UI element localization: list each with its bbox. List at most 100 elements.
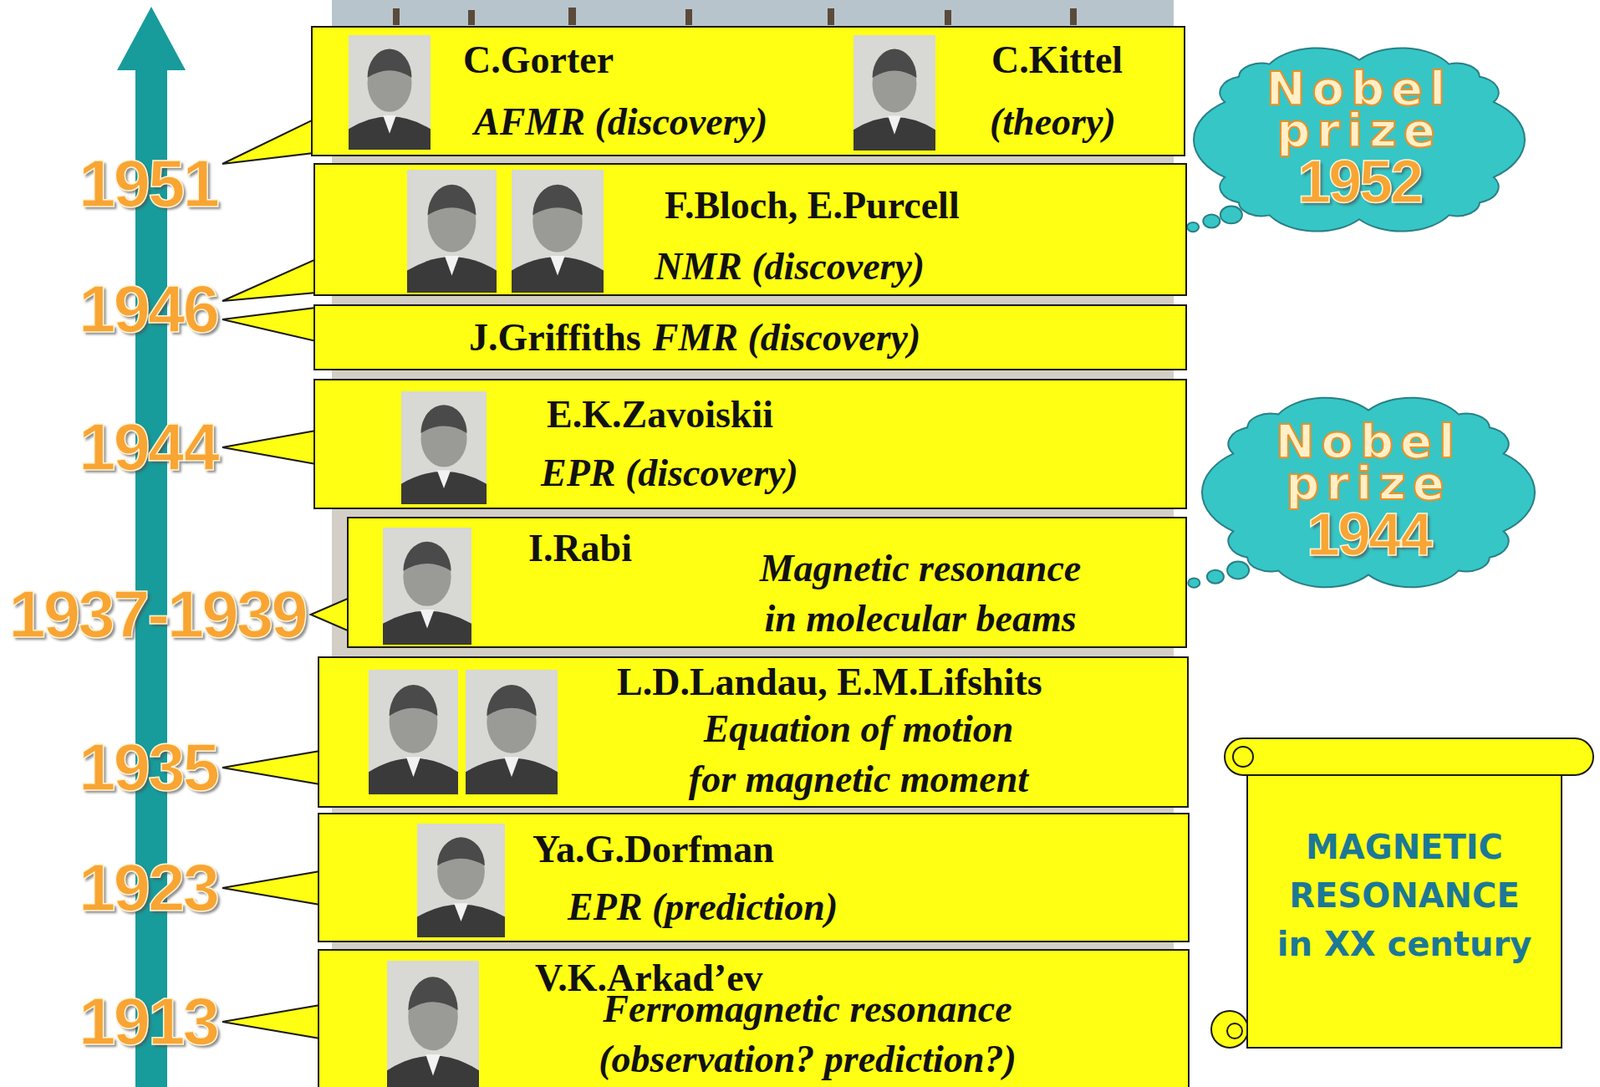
portrait-photo (511, 169, 604, 293)
discovery-note: Ferromagnetic resonance (observation? pr… (573, 983, 1042, 1085)
photo-collar (382, 115, 397, 134)
year-label: 1923 (78, 854, 218, 922)
photo-collar (504, 756, 520, 777)
portrait-photo (465, 669, 558, 795)
year-label: 1913 (78, 988, 218, 1055)
scroll-bottom-roll (1211, 1010, 1249, 1048)
callout-pointer (310, 597, 350, 632)
photo-collar (420, 609, 435, 628)
discovery-note: NMR (discovery) (654, 241, 925, 292)
photo-collar (437, 470, 451, 490)
portrait-photo (401, 391, 487, 505)
prize-year: 1944 (1306, 504, 1431, 565)
timeline-box: J.GriffithsFMR (discovery) (313, 304, 1188, 371)
portrait-photo (387, 960, 479, 1087)
scroll-top-curl (1233, 746, 1254, 767)
thought-bubble (1227, 561, 1249, 580)
scroll-title: MAGNETIC RESONANCE in XX century (1266, 822, 1543, 969)
photo-collar (453, 902, 469, 922)
callout-pointer (222, 1004, 321, 1039)
photo-figure (468, 10, 475, 26)
scientist-name: C.Kittel (991, 39, 1123, 82)
discovery-note: FMR (discovery) (652, 312, 922, 363)
scientist-name: E.K.Zavoiskii (546, 393, 774, 437)
timeline-box: Ya.G.DorfmanEPR (prediction) (317, 812, 1190, 943)
photo-hair (420, 404, 467, 434)
photo-figure (827, 8, 835, 26)
prize-text: Nobel prize (1250, 67, 1468, 153)
scroll-bottom-curl (1227, 1023, 1243, 1039)
year-label: 1937-1939 (8, 580, 306, 648)
photo-ground (417, 823, 505, 938)
photo-hair (402, 541, 451, 571)
portrait-photo (853, 35, 936, 151)
callout-pointer (222, 307, 316, 342)
portrait-photo (407, 169, 497, 293)
callout-pointer (222, 871, 321, 905)
thought-bubble (1202, 214, 1220, 228)
prize-text: Nobel prize (1259, 420, 1478, 505)
thought-bubble (1187, 577, 1200, 587)
callout-pointer (222, 430, 316, 464)
callout-pointer (222, 750, 321, 785)
photo-ground (401, 391, 487, 505)
prize-year: 1952 (1297, 151, 1422, 212)
cloud-outline (1193, 47, 1525, 231)
callout-pointer (222, 119, 314, 164)
photo-hair (407, 976, 458, 1010)
photo-figure (944, 10, 952, 26)
year-label: 1935 (78, 733, 218, 801)
discovery-note: Magnetic resonance in molecular beams (732, 543, 1109, 644)
thought-bubble (1207, 570, 1224, 584)
discovery-note: AFMR (discovery) (473, 96, 768, 148)
discovery-note: EPR (prediction) (567, 881, 838, 933)
callout-pointer (222, 259, 316, 301)
photo-figure (1070, 8, 1077, 26)
photo-ground (853, 35, 936, 151)
cloud-outline (1202, 397, 1535, 588)
photo-hair (428, 184, 477, 216)
photo-collar (406, 756, 421, 777)
portrait-photo (368, 669, 459, 795)
scroll-top-roll (1224, 738, 1594, 775)
photo-hair (872, 49, 918, 79)
year-label: 1946 (78, 275, 218, 343)
scientist-name: I.Rabi (528, 527, 632, 571)
photo-hair (437, 836, 485, 866)
timeline-box: F.Bloch, E.PurcellNMR (discovery) (313, 163, 1188, 296)
discovery-note: Equation of motion for magnetic moment (662, 703, 1055, 805)
timeline-box: L.D.Landau, E.M.LifshitsEquation of moti… (317, 656, 1189, 808)
title-scroll: MAGNETIC RESONANCE in XX century (1209, 736, 1597, 1051)
photo-sky (331, 0, 1174, 29)
timeline-box: I.Rabi Magnetic resonance in molecular be… (346, 516, 1188, 648)
photo-collar (444, 255, 459, 276)
photo-hair (486, 684, 536, 716)
scientist-name: F.Bloch, E.Purcell (664, 184, 960, 228)
timeline-box: V.K.Arkad’evFerromagnetic resonance (obs… (317, 948, 1190, 1087)
year-label: 1951 (78, 150, 218, 218)
photo-collar (425, 1054, 441, 1076)
scientist-name: C.Gorter (463, 39, 614, 82)
timeline-box: E.K.ZavoiskiiEPR (discovery) (313, 378, 1188, 510)
thought-bubble (1220, 206, 1243, 225)
photo-ground (368, 669, 459, 795)
photo-figure (568, 7, 576, 26)
photo-ground (387, 960, 479, 1087)
photo-collar (550, 255, 566, 276)
thought-bubble (1187, 222, 1199, 232)
photo-ground (348, 35, 431, 150)
photo-hair (532, 184, 582, 216)
photo-hair (367, 48, 413, 77)
nobel-cloud: Nobel prize1944 (1205, 389, 1532, 596)
portrait-photo (417, 823, 505, 938)
portrait-photo (382, 527, 472, 645)
timeline-box: C.GorterAFMR (discovery)C.Kittel(theory) (310, 25, 1186, 157)
photo-figure (685, 9, 693, 26)
bubble-trail (1187, 561, 1249, 588)
photo-ground (407, 169, 497, 293)
photo-ground (382, 527, 472, 645)
photo-figure (392, 8, 400, 26)
scientist-name: J.Griffiths (468, 316, 642, 360)
scientist-name: L.D.Landau, E.M.Lifshits (616, 661, 1043, 704)
